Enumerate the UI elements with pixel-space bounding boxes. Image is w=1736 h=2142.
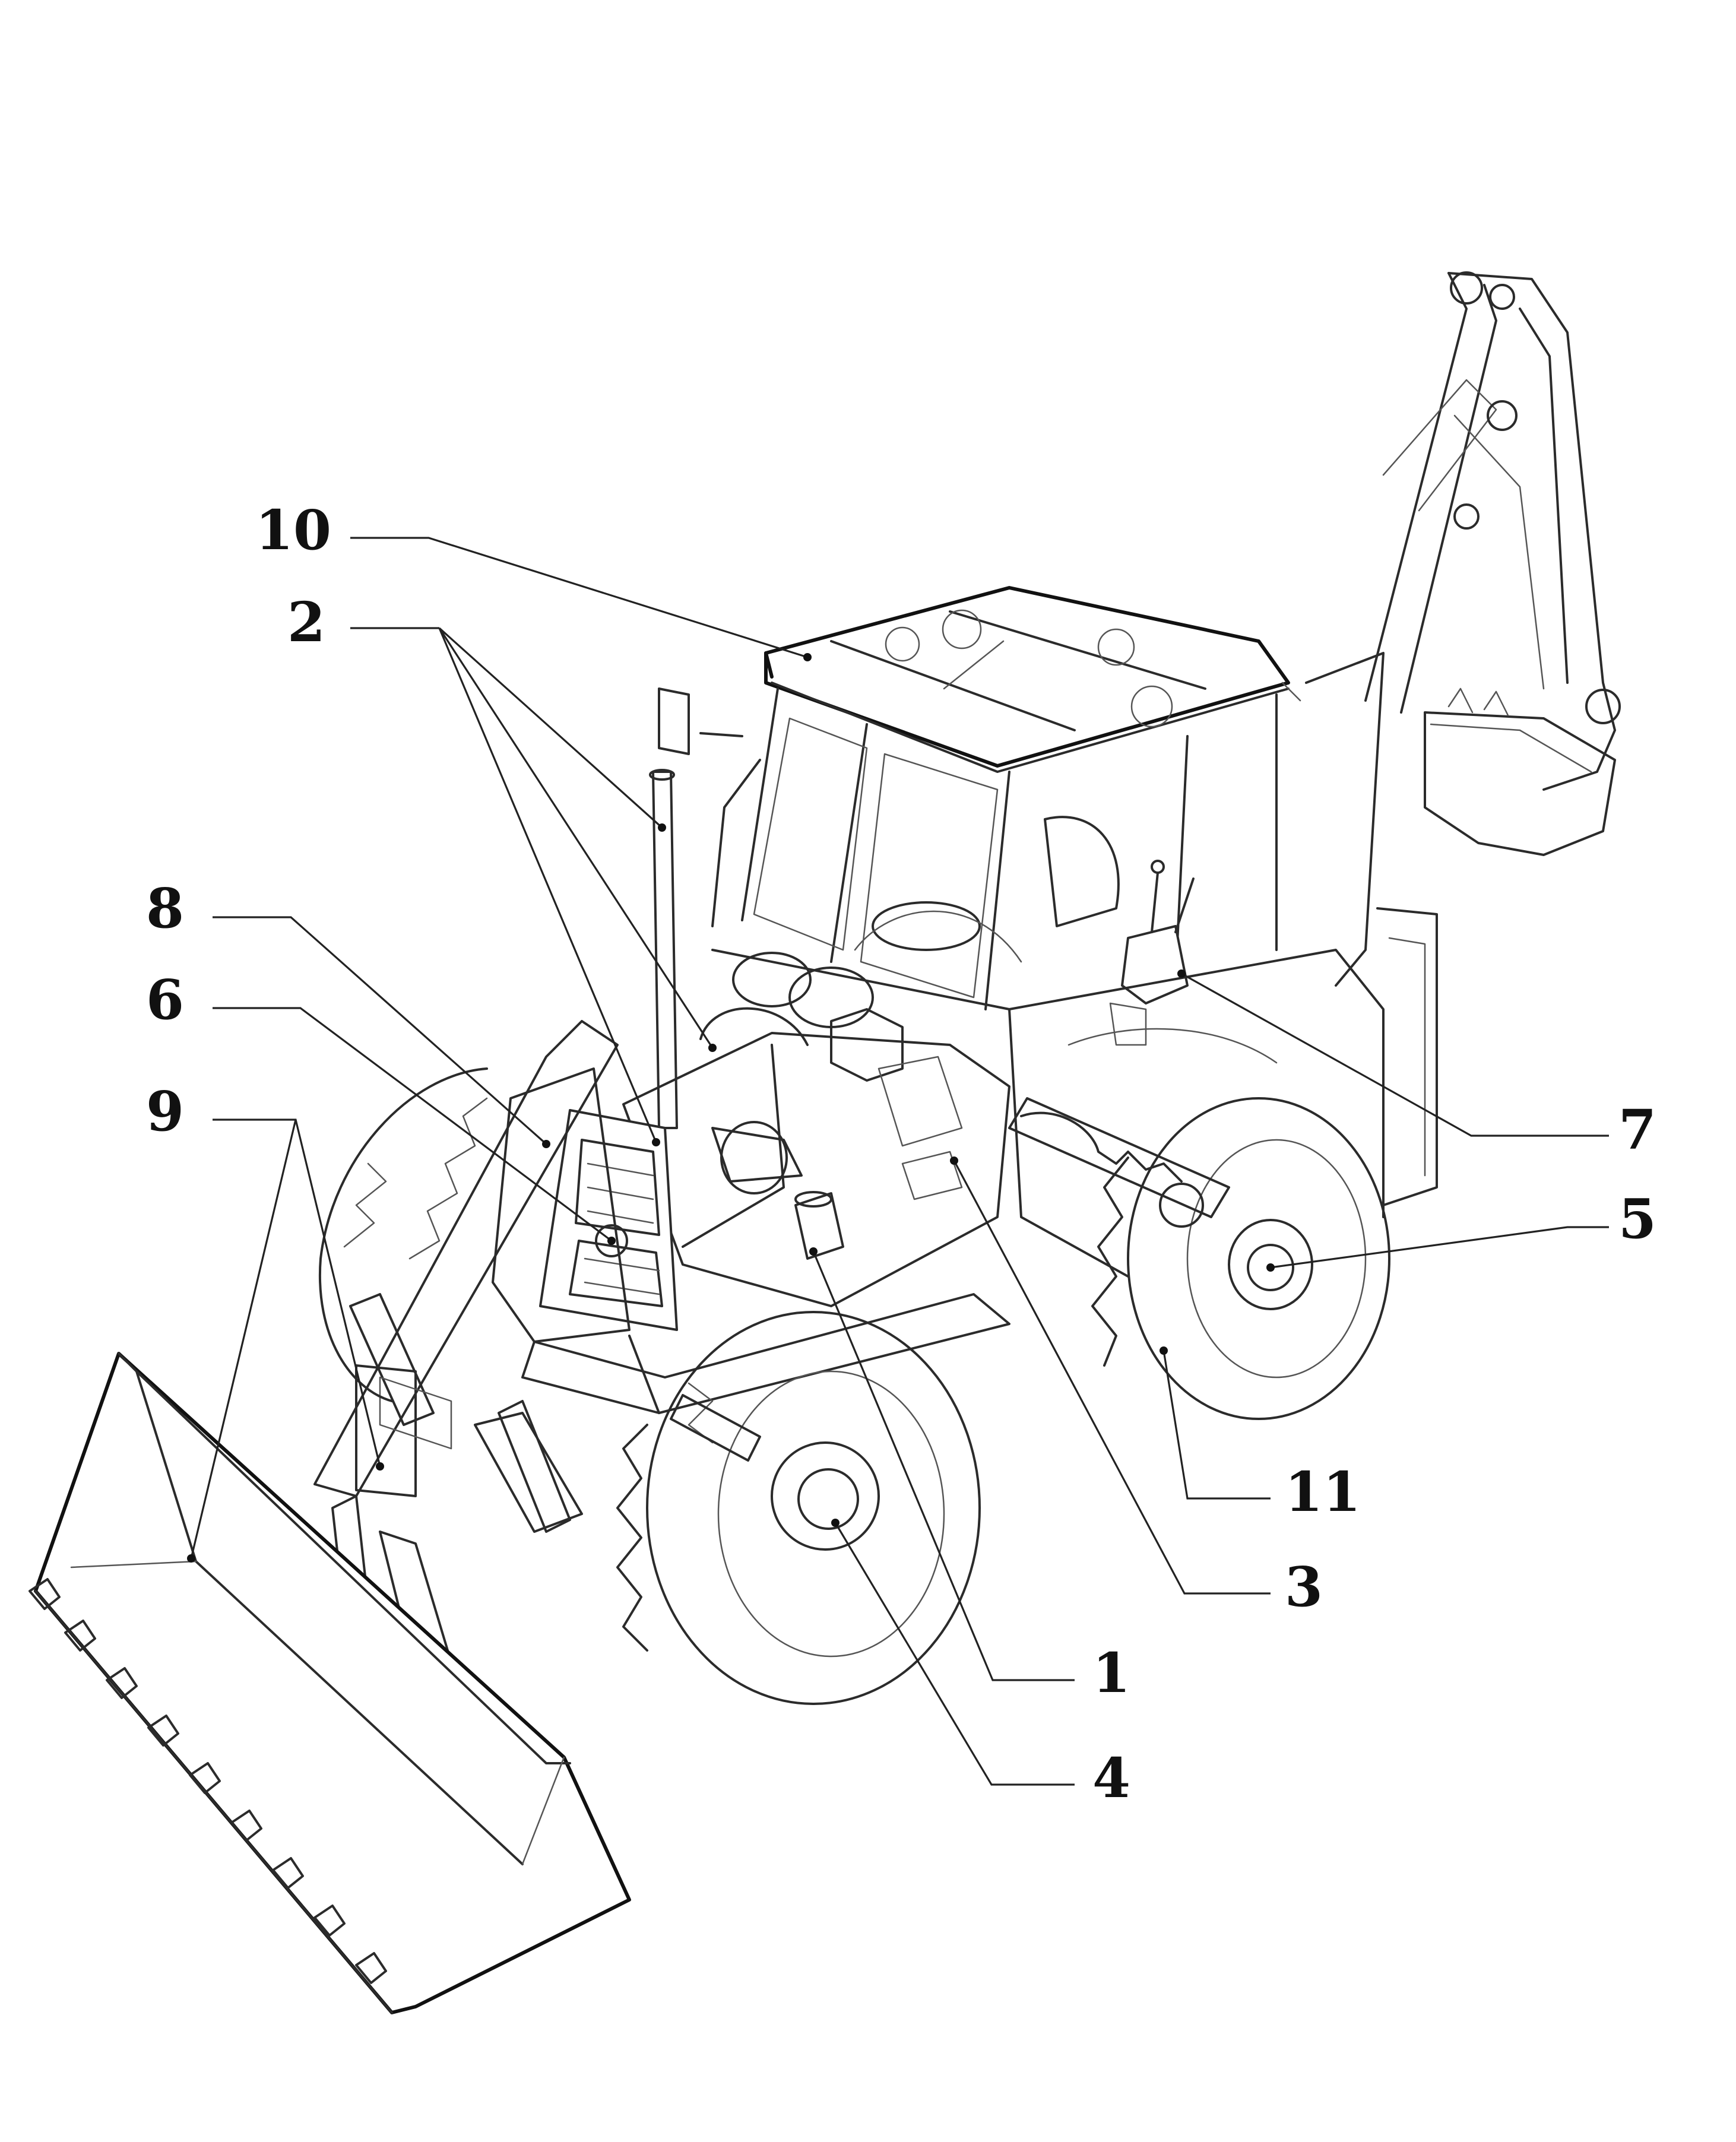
front-bucket	[28, 1352, 631, 2014]
leader-9	[213, 1118, 381, 1467]
callout-leaders	[187, 537, 1609, 1786]
leader-1-dot	[809, 1247, 818, 1256]
front-right-wheel	[616, 1311, 981, 1705]
cab	[658, 586, 1290, 1046]
leader-1	[812, 1251, 1075, 1681]
leader-7	[1181, 972, 1609, 1137]
leader-8	[213, 916, 547, 1145]
callout-11: 11	[1285, 1460, 1361, 1524]
leader-7-dot	[1177, 969, 1186, 978]
leader-2-dot-a	[658, 823, 666, 832]
leader-9-branch-b	[190, 1119, 297, 1559]
leader-9-dot-a	[376, 1462, 384, 1471]
cab-roof	[764, 651, 1301, 702]
leader-2-dot-c	[652, 1138, 660, 1146]
rear-right-wheel	[1091, 1097, 1390, 1420]
leader-10-dot	[803, 653, 812, 661]
callout-labels: 10 2 8 6 9 7 5 11 3 1 4	[146, 498, 1656, 1810]
front-left-tyre	[318, 1067, 488, 1402]
machine-illustration	[28, 271, 1621, 2014]
leader-6-dot	[607, 1237, 616, 1245]
leader-3-dot	[950, 1156, 958, 1165]
backhoe-arm	[1305, 271, 1621, 1206]
callout-2: 2	[287, 590, 325, 654]
leader-10	[350, 537, 808, 658]
leader-5	[1270, 1226, 1609, 1269]
rear-axle	[1008, 1097, 1230, 1228]
leader-3	[953, 1160, 1271, 1595]
callout-10: 10	[255, 498, 331, 562]
callout-4: 4	[1092, 1746, 1130, 1810]
leader-2-dot-b	[708, 1044, 717, 1052]
leader-6	[213, 1007, 612, 1242]
leader-5-dot	[1266, 1263, 1275, 1272]
leader-8-dot	[542, 1140, 550, 1148]
leader-2-branch-c	[438, 628, 657, 1143]
callout-5: 5	[1618, 1187, 1656, 1251]
callout-8: 8	[146, 876, 184, 940]
leader-4	[834, 1522, 1075, 1786]
callout-3: 3	[1285, 1555, 1323, 1619]
leader-9-dot-b	[187, 1554, 195, 1563]
loader-frame	[313, 1020, 1010, 1675]
chassis-body	[711, 949, 1385, 1278]
callout-6: 6	[146, 968, 184, 1032]
callout-9: 9	[146, 1079, 184, 1143]
leader-2-branch-a	[438, 627, 663, 829]
leader-2-branch-b	[438, 628, 714, 1048]
leader-11-dot	[1160, 1346, 1168, 1355]
engine-block	[539, 769, 1010, 1331]
callout-7: 7	[1618, 1098, 1656, 1162]
leader-11	[1162, 1350, 1271, 1500]
leader-4-dot	[831, 1519, 840, 1527]
callout-1: 1	[1092, 1641, 1130, 1705]
